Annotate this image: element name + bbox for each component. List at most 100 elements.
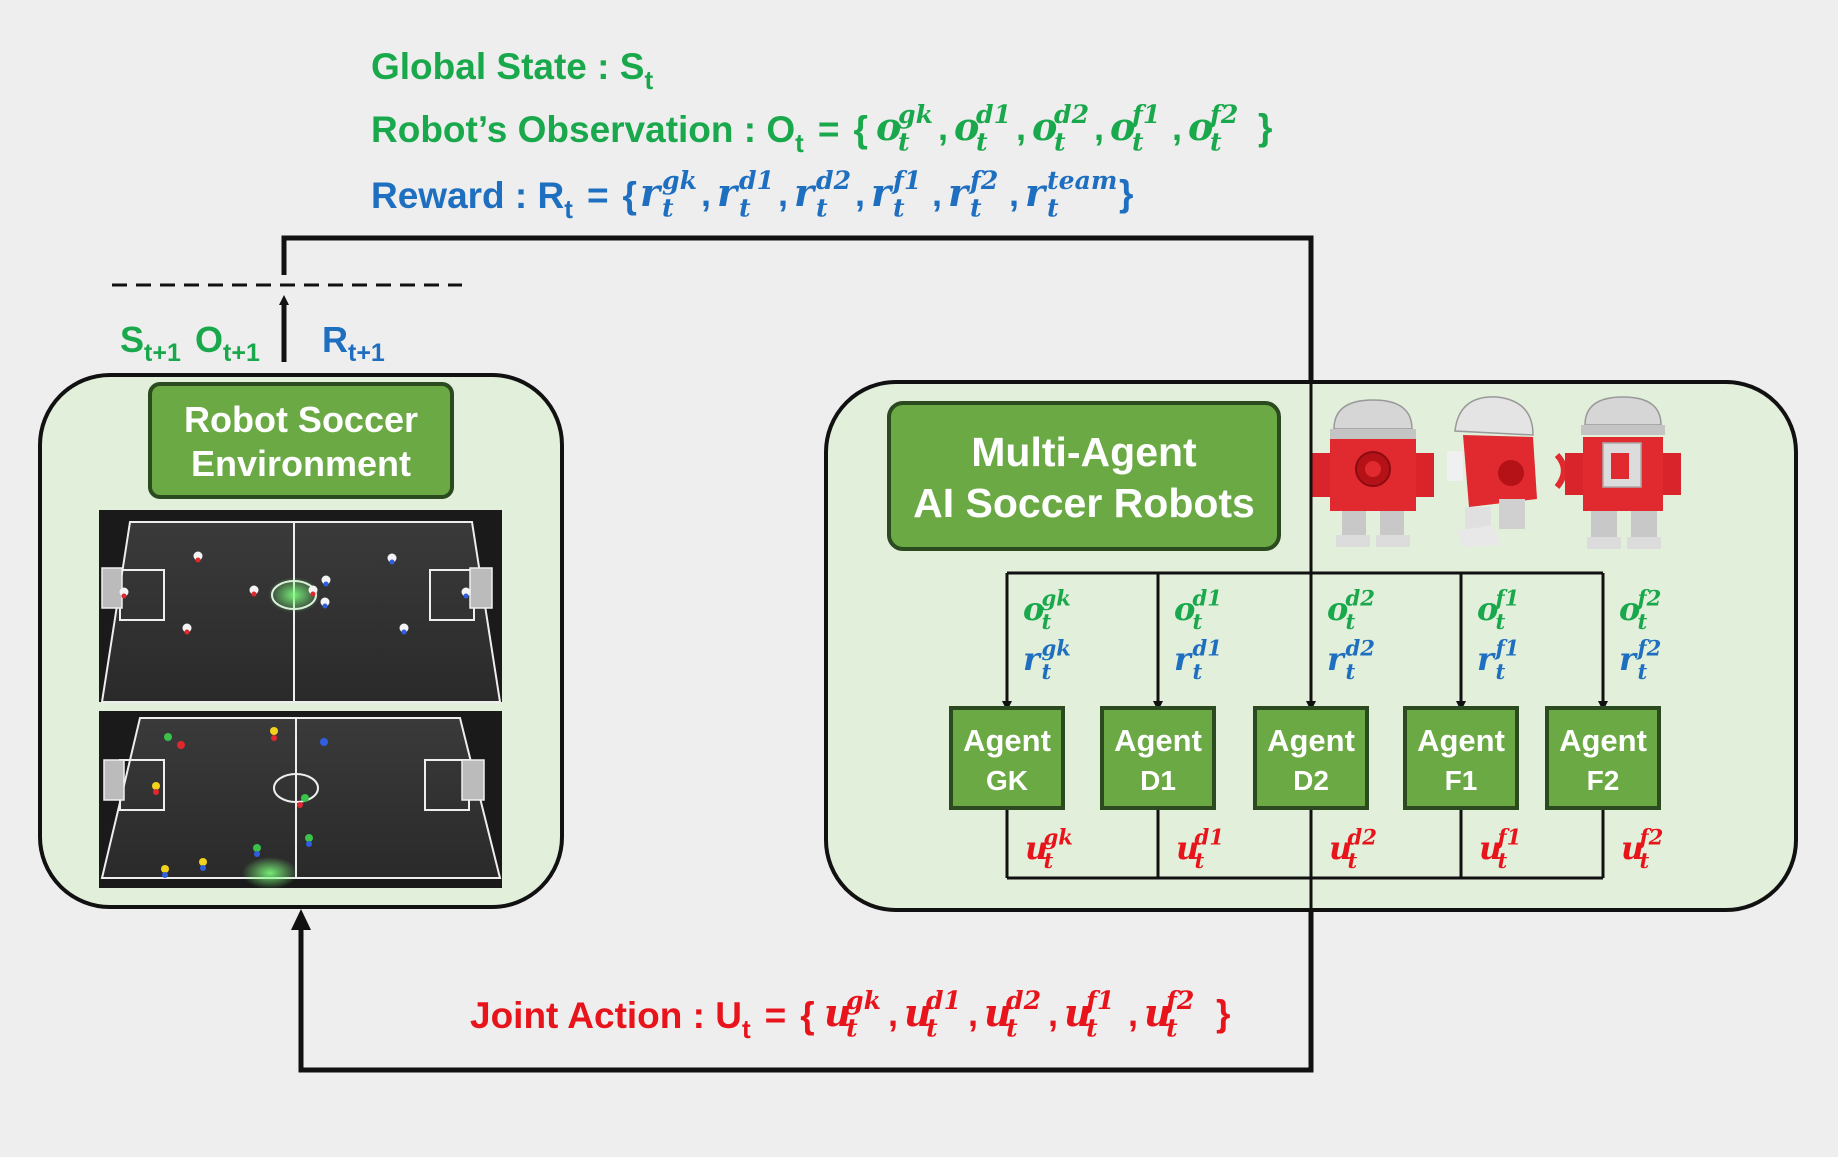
agent-observation-sup: d1 — [1193, 586, 1222, 611]
obs-term-4-base: o — [1188, 104, 1213, 149]
reward-formula: Reward : Rt={ — [371, 175, 637, 224]
act-term-3-sub: t — [1086, 1013, 1098, 1043]
agent-reward-sub: t — [1193, 659, 1203, 684]
agent-label-line2: F2 — [1587, 765, 1620, 796]
multi-agent-title-line1: Multi-Agent — [971, 429, 1197, 475]
agent-action-base: u — [1621, 829, 1644, 867]
rew-term-5-sup: team — [1047, 165, 1117, 195]
red-soccer-robot-icon — [1447, 396, 1567, 547]
agent-reward-sub: t — [1042, 659, 1052, 684]
agent-label-line2: F1 — [1445, 765, 1478, 796]
agent-observation-base: o — [1619, 590, 1640, 628]
joint-action-arrowhead — [291, 909, 311, 930]
agent-action-sub: t — [1498, 848, 1508, 873]
act-term-1-sup: d1 — [926, 985, 961, 1015]
soccer-field-white-red-robots-icon — [99, 510, 502, 703]
act-term-3-sup: f1 — [1084, 985, 1114, 1015]
agent-reward-sup: d1 — [1193, 636, 1222, 661]
agent-box — [949, 706, 1065, 810]
comma: , — [1094, 107, 1104, 148]
agent-observation-sup: f2 — [1636, 586, 1662, 611]
obs-term-3-sub: t — [1132, 127, 1144, 157]
act-term-0-sub: t — [846, 1013, 858, 1043]
agent-label-line2: D2 — [1293, 765, 1329, 796]
agent-observation-sub: t — [1042, 609, 1052, 634]
agent-action-sub: t — [1044, 848, 1054, 873]
agent-reward-sup: f1 — [1494, 636, 1520, 661]
act-term-1-sub: t — [926, 1013, 938, 1043]
agent-action-sub: t — [1195, 848, 1205, 873]
agent-label-line2: GK — [986, 765, 1028, 796]
global-state-title: Global State : St — [371, 46, 653, 95]
agent-observation-sub: t — [1346, 609, 1356, 634]
comma: , — [1128, 993, 1138, 1034]
agent-label-line1: Agent — [1559, 723, 1647, 758]
agent-reward-base: r — [1174, 640, 1193, 678]
obs-term-3-base: o — [1110, 104, 1135, 149]
agent-action-sup: d1 — [1195, 825, 1224, 850]
obs-term-0-base: o — [876, 104, 901, 149]
obs-term-4-sup: f2 — [1208, 99, 1238, 129]
comma: , — [1172, 107, 1182, 148]
obs-term-4-sub: t — [1210, 127, 1222, 157]
next-reward-label: Rt+1 — [322, 319, 385, 367]
agent-label-line1: Agent — [1114, 723, 1202, 758]
obs-term-2-sub: t — [1054, 127, 1066, 157]
agent-action-sup: d2 — [1348, 825, 1377, 850]
agent-reward-base: r — [1327, 640, 1346, 678]
act-term-4-sub: t — [1166, 1013, 1178, 1043]
comma: , — [932, 173, 942, 214]
agent-observation-sub: t — [1638, 609, 1648, 634]
rew-term-5-sub: t — [1047, 193, 1059, 223]
rew-term-2-sub: t — [816, 193, 828, 223]
agent-observation-base: o — [1023, 590, 1044, 628]
rew-term-5-base: r — [1025, 170, 1048, 215]
agent-reward-sup: gk — [1042, 636, 1071, 661]
next-observation-label: Ot+1 — [195, 319, 260, 367]
rew-term-1-base: r — [717, 170, 740, 215]
red-soccer-robot-icon — [1565, 396, 1681, 549]
act-term-2-base: u — [984, 990, 1012, 1035]
observation-formula: Robot’s Observation : Ot={ — [371, 109, 868, 158]
comma: , — [1048, 993, 1058, 1034]
agent-observation-base: o — [1174, 590, 1195, 628]
rew-term-1-sub: t — [739, 193, 751, 223]
environment-title-line2: Environment — [191, 443, 411, 484]
next-state-label: St+1 — [120, 319, 181, 367]
agent-action-base: u — [1176, 829, 1199, 867]
obs-term-1-base: o — [954, 104, 979, 149]
agent-observation-base: o — [1327, 590, 1348, 628]
act-term-4-base: u — [1144, 990, 1172, 1035]
agent-reward-base: r — [1619, 640, 1638, 678]
comma: , — [938, 107, 948, 148]
comma: , — [888, 993, 898, 1034]
rew-term-4-sup: f2 — [968, 165, 998, 195]
rew-term-0-sub: t — [662, 193, 674, 223]
comma: , — [701, 173, 711, 214]
environment-title-box — [148, 382, 454, 499]
agent-box — [1403, 706, 1519, 810]
agent-reward-sub: t — [1496, 659, 1506, 684]
